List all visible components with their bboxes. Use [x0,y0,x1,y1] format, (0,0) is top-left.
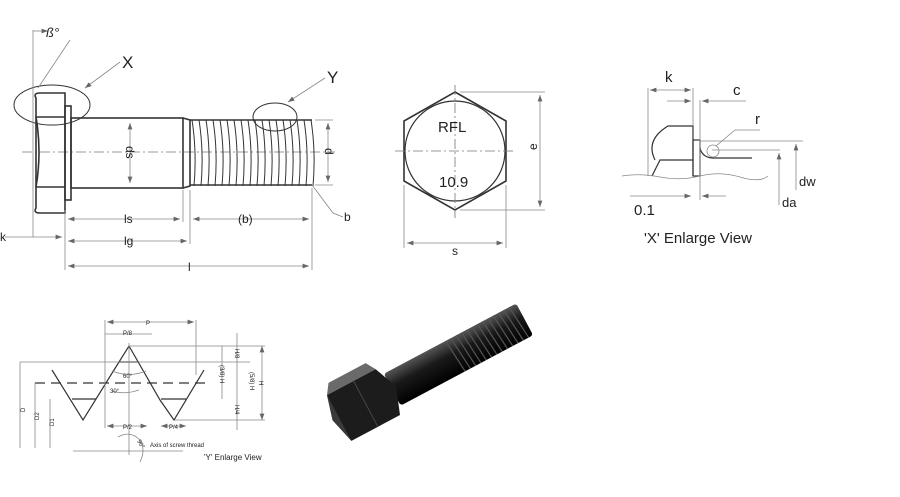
x-enlarge-view: k c r dw da 0.1 'X' Enlarge View [621,69,816,247]
angle-90-label: 90° [135,439,145,450]
h4-label: H/4 [233,405,239,415]
head-height-label: k [0,230,7,244]
p4-label: P/4 [169,425,179,431]
thread-line [261,119,266,187]
thread-line [191,119,196,187]
x-c-label: c [733,82,741,99]
h-label: H [257,381,263,385]
photo-thread-line [450,337,471,369]
thread-line [254,119,259,187]
thread-line [205,119,210,187]
photo-thread-line [466,329,487,361]
photo-thread-line [498,312,519,344]
x-da-label: da [782,195,797,210]
thread-line [296,119,301,187]
thread-line [289,119,294,187]
thread-line [268,119,273,187]
d1-label: D1 [50,418,56,426]
pitch-label: P [146,321,150,327]
photo-thread-line [508,306,530,338]
angle-30-label: 30° [110,389,120,395]
thread-length-label: (b) [238,212,253,226]
x-k-label: k [665,69,673,86]
across-corners-label: e [526,143,540,150]
p8-label: P/8 [123,331,133,337]
detail-y-label: Y [327,68,338,87]
grip-length-label: lg [124,234,133,248]
photo-thread-line [471,326,493,358]
photo-thread-line [445,340,466,372]
bolt-side-view: ß° X Y ds d b k ls (b) lg l [0,25,351,274]
shank-diameter-label: ds [123,146,137,159]
bolt-photo [327,304,533,441]
h38-label: (3/8) H [218,365,224,383]
thread-line [212,119,217,187]
thread-line [219,119,224,187]
thread-line [282,119,287,187]
hex-head-view: RFL 10.9 e s [395,85,545,258]
thread-line [275,119,280,187]
photo-thread-line [455,335,477,367]
photo-thread-line [503,309,524,341]
thread-line [233,119,238,187]
x-enlarge-view-title: 'X' Enlarge View [644,230,752,247]
detail-x-label: X [122,53,133,72]
p2-label: P/2 [123,425,133,431]
angle-label: ß° [46,25,59,40]
y-enlarge-view-title: 'Y' Enlarge View [204,453,262,462]
photo-thread-line [460,332,482,364]
d2-label: D2 [35,412,41,420]
d-major-label: D [21,407,27,412]
thread-line [240,119,245,187]
manufacturer-mark: RFL [438,119,466,136]
photo-thread-line [487,318,508,350]
photo-thread-line [492,315,514,347]
photo-thread-line [482,320,503,352]
shank-length-label: ls [124,212,133,226]
axis-label: Axis of screw thread [150,443,204,449]
h58-label: (5/8) H [248,372,254,390]
property-class: 10.9 [439,174,468,191]
chamfer-label: b [344,210,351,224]
thread-line [198,119,203,187]
thread-line [310,119,315,187]
thread-diameter-label: d [322,148,336,155]
photo-thread-line [476,323,498,355]
total-length-label: l [188,260,191,274]
angle-60-label: 60° [123,374,133,380]
thread-line [226,119,231,187]
across-flats-label: s [452,244,458,258]
x-dw-label: dw [799,174,816,189]
thread-line [303,119,308,187]
y-enlarge-view: P P/8 P/2 P/4 60° 30° 90° H/8 (3/8) H (5… [19,319,265,463]
thread-line [247,119,252,187]
h8-label: H/8 [233,349,239,359]
x-tolerance-label: 0.1 [634,202,655,219]
x-r-label: r [755,111,760,128]
